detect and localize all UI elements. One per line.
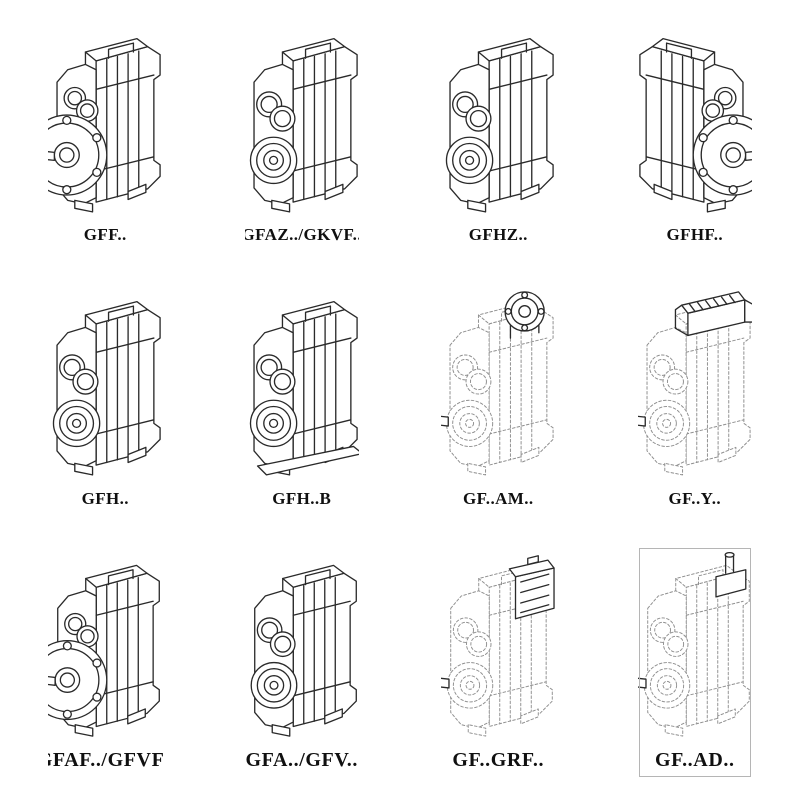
gear-unit-label: GFAZ../GKVF..: [244, 225, 360, 245]
gear-unit-cell-gfhz: GFHZ..: [441, 20, 556, 251]
gear-unit-label: GFA../GFV..: [245, 749, 359, 771]
gear-unit-cell-gfh: GFH..: [48, 283, 163, 514]
gear-unit-cell-gf-y: GF..Y..: [637, 283, 752, 514]
gear-unit-label: GF..GRF..: [452, 749, 545, 771]
gear-unit-cell-gff: GFF..: [48, 20, 163, 251]
gear-unit-label: GFAF../GFVF..: [48, 749, 163, 771]
gear-unit-cell-gfa-gfv: GFA../GFV..: [245, 547, 360, 778]
gear-unit-cell-gfaz-gkvf: GFAZ../GKVF..: [244, 20, 360, 251]
gear-unit-drawing-hollow-shaft: [250, 564, 357, 737]
gear-unit-cell-gfaf-gfvf: GFAF../GFVF..: [48, 547, 163, 778]
gear-unit-drawing-flange-mirrored: [639, 37, 752, 213]
gear-unit-drawing-flange-output: [48, 564, 161, 737]
gear-unit-drawing-top-shaft: [637, 551, 750, 737]
gear-unit-label: GFHZ..: [468, 225, 528, 245]
gear-unit-drawing-hollow-shaft: [53, 301, 161, 476]
gear-unit-drawing-hollow-shaft: [249, 37, 358, 213]
gear-unit-drawing-adapter-box: [441, 554, 555, 737]
gear-unit-label: GFF..: [83, 225, 127, 245]
gear-unit-drawing-flange-output: [48, 37, 161, 213]
gear-unit-drawing-input-flange: [441, 291, 554, 476]
gear-unit-label: GFHF..: [666, 225, 724, 245]
gear-unit-label: GFH..: [81, 488, 129, 508]
gear-unit-drawing-motor-top: [637, 291, 752, 476]
gear-unit-label: GF..AM..: [462, 488, 534, 508]
gear-unit-drawing-hollow-shaft: [446, 37, 554, 213]
gear-unit-cell-gfhf: GFHF..: [638, 20, 752, 251]
gear-unit-cell-gf-am: GF..AM..: [441, 283, 556, 514]
gear-unit-cell-gfh-b: GFH..B: [245, 283, 359, 514]
gear-unit-drawing-hollow-shaft-base: [249, 301, 359, 476]
gear-unit-label: GF..Y..: [668, 488, 722, 508]
gear-unit-label: GFH..B: [272, 488, 332, 508]
gear-unit-label: GF..AD..: [654, 749, 735, 771]
gear-unit-cell-gf-ad: GF..AD..: [637, 547, 753, 778]
gear-unit-cell-gf-grf: GF..GRF..: [441, 547, 556, 778]
